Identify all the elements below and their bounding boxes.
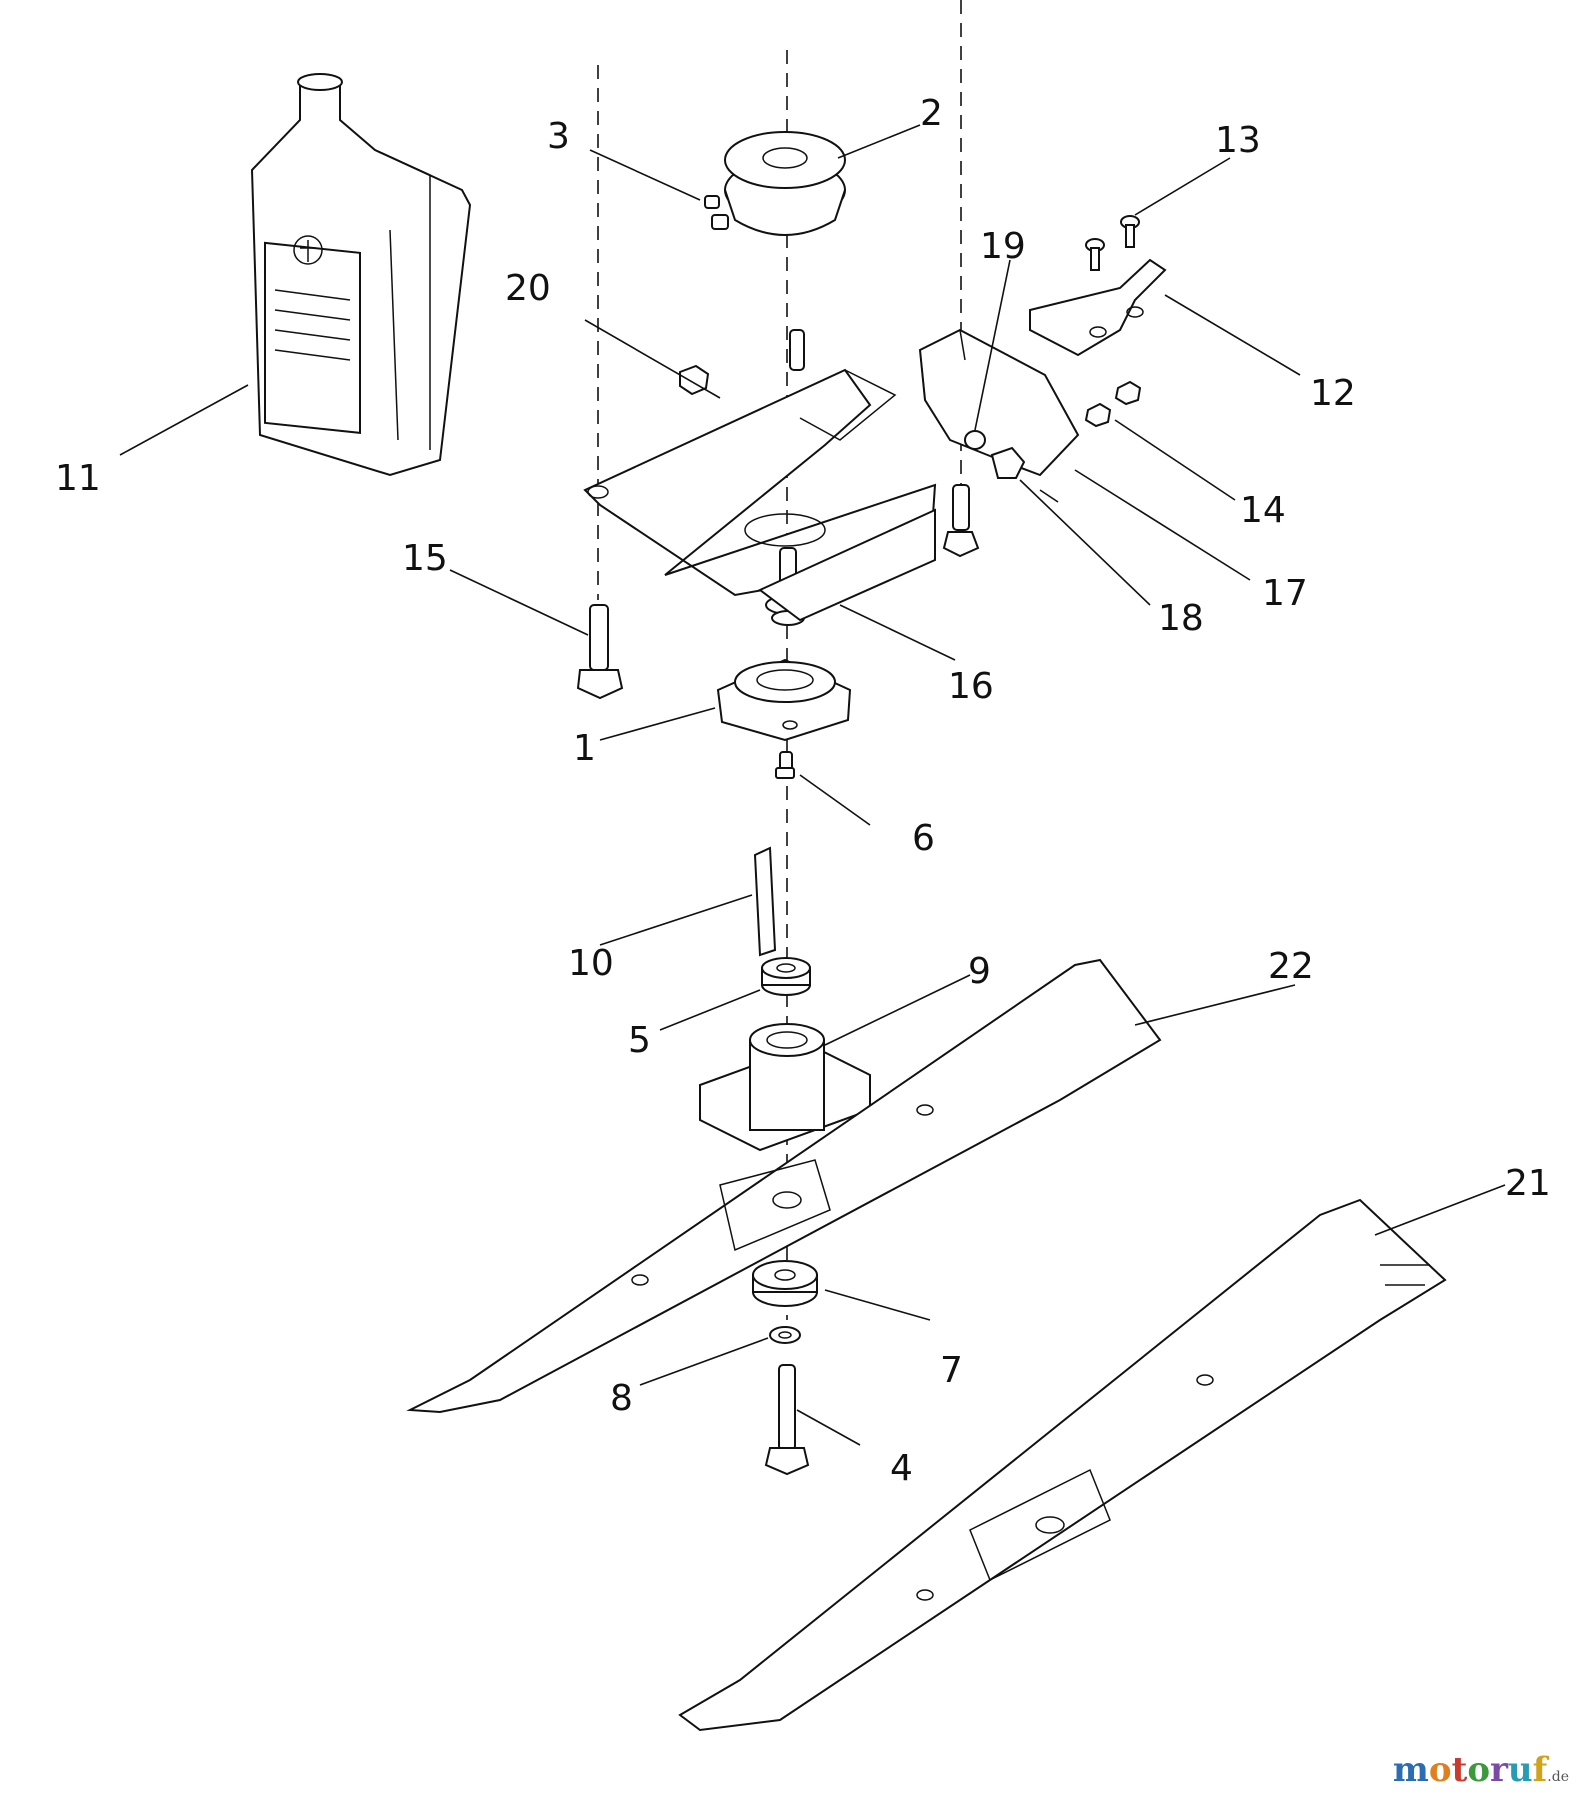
leader-lines [119,124,1506,1446]
watermark-suffix: .de [1547,1769,1569,1785]
callouts: 1 2 3 4 5 6 7 8 9 10 11 12 13 14 15 16 1… [55,93,1551,1489]
watermark-letter: r [1490,1750,1508,1790]
callout-2: 2 [920,93,943,134]
blade-21-part [678,1198,1447,1732]
pulley-part [724,131,846,236]
bolt-15-part [576,604,624,700]
watermark-letter: o [1428,1750,1452,1790]
callout-15: 15 [402,538,448,579]
blade-bolt-part [764,1364,810,1476]
watermark-letter: o [1467,1750,1490,1790]
nut-20-part [679,364,710,396]
callout-3: 3 [547,116,570,157]
callout-1: 1 [573,728,596,769]
callout-12: 12 [1310,373,1356,414]
watermark-letter: t [1451,1750,1468,1790]
callout-4: 4 [890,1448,913,1489]
callout-13: 13 [1215,120,1261,161]
bolt-washer-part [964,430,1059,503]
key-part [753,846,777,957]
spindle-adapter-part [699,1023,871,1152]
blade-22-part [406,958,1162,1414]
callout-14: 14 [1240,490,1286,531]
screws-13-part [1085,215,1140,271]
washer-7-part [752,1260,818,1307]
callout-17: 17 [1262,573,1308,614]
callout-8: 8 [610,1378,633,1419]
bearing-housing-part [716,658,852,742]
callout-11: 11 [55,458,101,499]
callout-21: 21 [1505,1163,1551,1204]
callout-10: 10 [568,943,614,984]
spacer-part [761,957,811,996]
callout-7: 7 [940,1350,963,1391]
husqvarna-logo-icon [293,235,323,265]
nuts-14-part [1084,380,1142,428]
callout-6: 6 [912,818,935,859]
watermark-letter: f [1532,1750,1548,1790]
motoruf-watermark: motoruf.de [1393,1750,1569,1790]
callout-22: 22 [1268,946,1314,987]
callout-19: 19 [980,226,1026,267]
grease-fitting-part [775,751,795,779]
callout-16: 16 [948,666,994,707]
deck-bracket-part [583,328,1080,597]
watermark-letter: u [1507,1750,1533,1790]
callout-18: 18 [1158,598,1204,639]
callout-9: 9 [968,951,991,992]
fitting-part [704,195,729,230]
callout-20: 20 [505,268,551,309]
oil-bottle-icon [250,73,472,477]
callout-5: 5 [628,1020,651,1061]
lock-washer-part [769,1326,801,1344]
arm-plate-part [758,508,936,622]
watermark-letter: m [1392,1750,1429,1790]
bracket-12-part [1029,258,1167,357]
